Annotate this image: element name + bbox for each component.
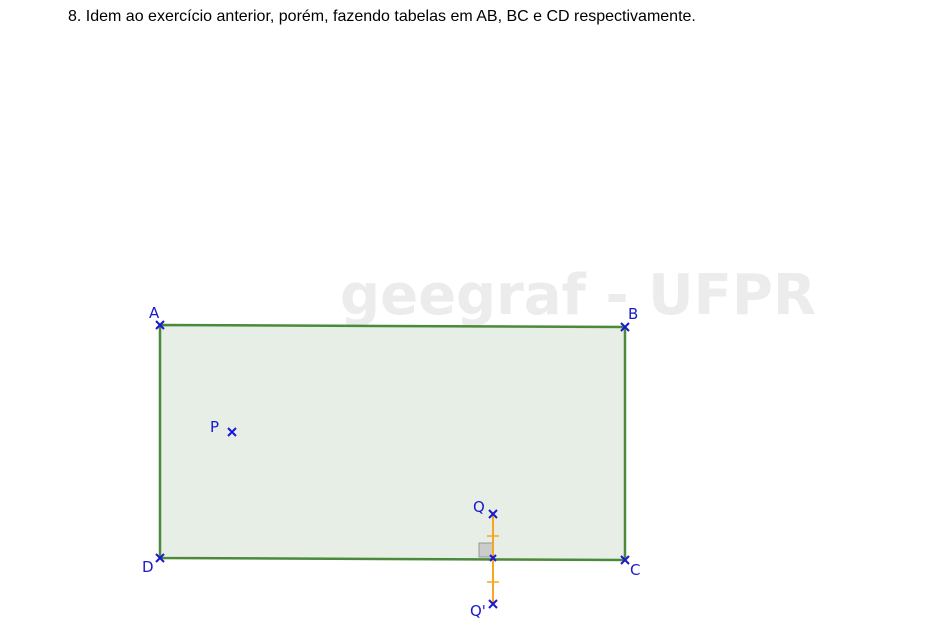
point-q-prime-label: Q' [470, 602, 486, 620]
point-a-marker [155, 320, 165, 330]
point-q-prime-marker [488, 599, 498, 609]
point-markers [155, 320, 630, 609]
point-p-label: P [210, 418, 219, 436]
watermark: geegraf - UFPR [340, 263, 816, 328]
point-q-marker [488, 509, 498, 519]
point-a-label: A [149, 304, 160, 322]
exercise-statement: 8. Idem ao exercício anterior, porém, fa… [68, 8, 696, 25]
point-d-marker [155, 553, 165, 563]
point-b-label: B [628, 305, 638, 323]
point-c-marker [620, 555, 630, 565]
rectangle-abcd [158, 323, 627, 562]
point-d-label: D [142, 558, 154, 576]
point-c-label: C [630, 561, 640, 579]
point-b-marker [620, 322, 630, 332]
foot-point-marker [489, 554, 497, 562]
point-q-label: Q [473, 498, 485, 516]
point-p-marker [227, 427, 237, 437]
